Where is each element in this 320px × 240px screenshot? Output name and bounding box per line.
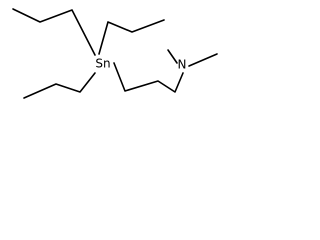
n-methyl-bond-right	[188, 53, 218, 67]
nitrogen-atom-label: N	[178, 58, 187, 72]
molecule-drawing: Sn N	[12, 8, 218, 99]
n-methyl-bond-left	[167, 49, 178, 64]
tin-atom-label: Sn	[95, 57, 110, 71]
butyl-chain-upper-left	[12, 8, 96, 56]
butyl-chain-lower	[23, 72, 96, 99]
structure-diagram: Sn N	[0, 0, 227, 120]
butyl-chain-upper-right	[98, 19, 165, 55]
propyl-linker	[113, 62, 184, 93]
